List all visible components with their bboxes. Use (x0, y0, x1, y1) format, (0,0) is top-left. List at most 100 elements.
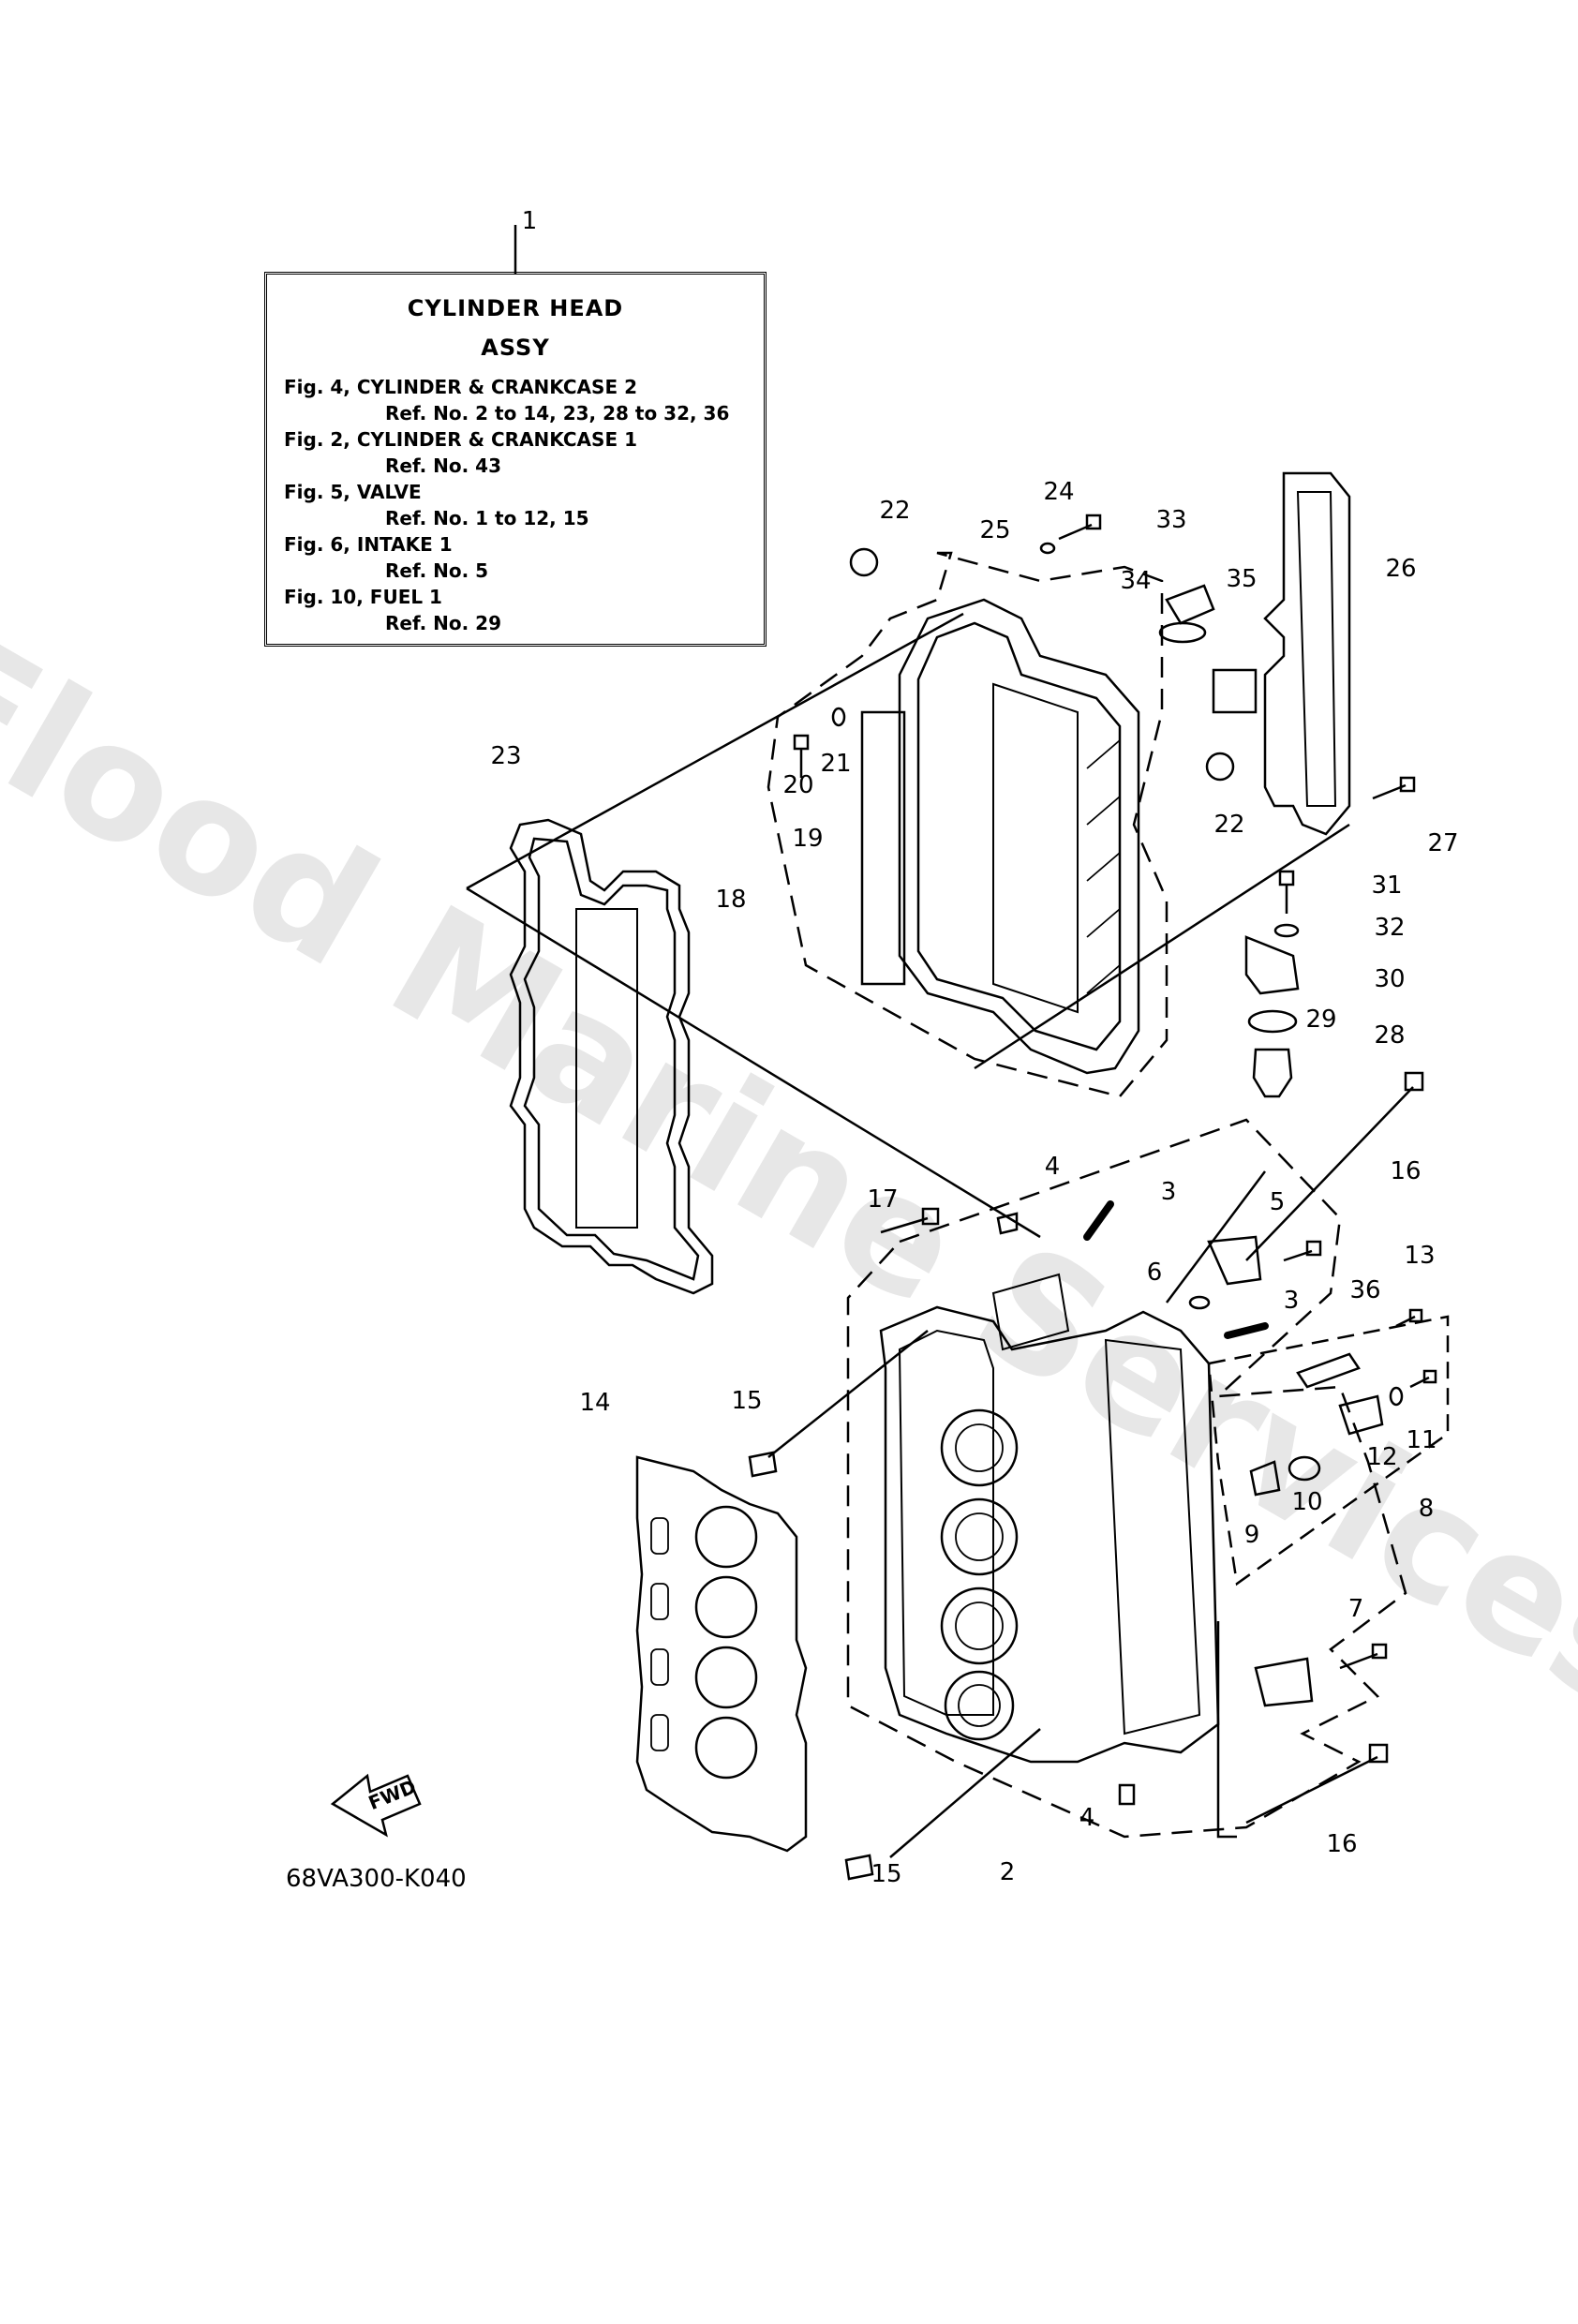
dowel-15a (748, 1451, 778, 1478)
callout-label: 35 (1226, 565, 1258, 593)
callout-label: 6 (1146, 1259, 1163, 1287)
o-ring-34 (1158, 621, 1207, 644)
callout-label: 17 (867, 1185, 899, 1214)
cover-plate (860, 710, 906, 986)
dowel-15b (844, 1854, 874, 1881)
bolt-7 (1339, 1652, 1378, 1670)
callout-label: 22 (1213, 811, 1245, 839)
long-bolt-16a (1245, 1086, 1414, 1261)
callout-label: 16 (1390, 1157, 1422, 1185)
clamp-b (1254, 1657, 1314, 1707)
washer-12 (1389, 1386, 1404, 1407)
callout-label: 30 (1374, 965, 1406, 993)
valve-cover-gasket (509, 818, 714, 1295)
callout-label: 10 (1291, 1488, 1323, 1516)
callout-label: 16 (1326, 1830, 1358, 1858)
info-title-line1: CYLINDER HEAD (407, 295, 624, 321)
callout-label: 28 (1374, 1021, 1406, 1050)
callout-label: 21 (820, 750, 852, 778)
callout-label: 31 (1371, 872, 1403, 900)
leader-line (1166, 1170, 1266, 1304)
callout-label: 34 (1120, 567, 1152, 595)
callout-label: 12 (1366, 1443, 1398, 1471)
callout-label: 4 (1044, 1153, 1061, 1181)
callout-label: 4 (1079, 1804, 1095, 1832)
info-title-line2: ASSY (481, 335, 550, 361)
label-35 (1212, 668, 1258, 714)
gasket-29 (1247, 1009, 1298, 1034)
plug-9 (1249, 1460, 1281, 1497)
leader-line (466, 612, 964, 890)
plug-4b (1118, 1783, 1136, 1806)
bolt-17 (880, 1216, 929, 1234)
info-box: CYLINDER HEAD ASSY Fig. 4, CYLINDER & CR… (264, 272, 767, 647)
info-line: Fig. 10, FUEL 1 (284, 586, 442, 608)
cylinder-block (879, 1305, 1220, 1764)
sensor-36 (1296, 1352, 1361, 1389)
callout-label: 23 (490, 742, 522, 770)
callout-label: 29 (1305, 1006, 1337, 1034)
callout-label: 27 (1427, 829, 1459, 857)
callout-label: 26 (1385, 555, 1417, 583)
washer-25 (1039, 542, 1056, 555)
callout-label: 8 (1418, 1495, 1435, 1523)
info-line: Fig. 5, VALVE (284, 481, 422, 503)
callout-label: 24 (1043, 478, 1075, 506)
bracket (1263, 471, 1351, 836)
callout-label: 13 (1404, 1242, 1436, 1270)
callout-label: 20 (782, 771, 814, 799)
callout-label: 15 (871, 1860, 902, 1888)
cylinder-head-cover (898, 598, 1140, 1075)
info-line: Ref. No. 2 to 14, 23, 28 to 32, 36 (385, 402, 730, 425)
seal-10b (1288, 1455, 1321, 1482)
callout-label: 3 (1283, 1287, 1300, 1315)
callout-label: 1 (521, 207, 538, 235)
callout-label: 22 (879, 497, 911, 525)
thermostat-28 (1252, 1048, 1293, 1098)
info-line: Fig. 2, CYLINDER & CRANKCASE 1 (284, 428, 637, 451)
callout-label: 2 (999, 1858, 1016, 1886)
collar-6 (1188, 1295, 1211, 1310)
fwd-arrow-icon (330, 1773, 422, 1838)
info-line: Ref. No. 29 (385, 612, 502, 634)
grommet-22a (849, 547, 879, 577)
grommet-22b (1205, 752, 1235, 782)
plug-4a (996, 1212, 1019, 1235)
info-lines: Fig. 4, CYLINDER & CRANKCASE 2 Ref. No. 2… (284, 374, 747, 636)
cover-group-outline (767, 551, 1169, 1098)
pin-3a (1083, 1200, 1114, 1241)
callout-label: 9 (1243, 1521, 1260, 1549)
pin-3b (1224, 1322, 1269, 1339)
leader-line (466, 886, 1041, 1239)
washer-21 (831, 707, 846, 727)
callout-label: 36 (1349, 1276, 1381, 1304)
callout-label: 18 (715, 886, 747, 914)
leader-line (1216, 1621, 1237, 1839)
oil-cap-33 (1165, 584, 1215, 625)
sensor-10 (1338, 1394, 1384, 1436)
leader-line (889, 1728, 1041, 1858)
info-line: Fig. 6, INTAKE 1 (284, 533, 453, 556)
bolt-11 (1409, 1376, 1430, 1389)
head-gasket (635, 1455, 808, 1853)
callout-label: 19 (792, 825, 824, 853)
callout-label: 7 (1347, 1595, 1364, 1623)
info-line: Ref. No. 1 to 12, 15 (385, 507, 589, 529)
washer-32 (1273, 923, 1300, 938)
sensor-30 (1244, 935, 1300, 995)
leader-line (974, 823, 1350, 1070)
info-line: Fig. 4, CYLINDER & CRANKCASE 2 (284, 376, 637, 398)
callout-label: 32 (1374, 914, 1406, 942)
leader-line (767, 1330, 929, 1458)
diagram-code: 68VA300-K040 (286, 1865, 467, 1893)
callout-label: 5 (1269, 1188, 1286, 1216)
callout-label: 14 (579, 1389, 611, 1417)
long-bolt-16b (1245, 1755, 1378, 1825)
callout-label: 15 (731, 1387, 763, 1415)
callout-label: 11 (1406, 1426, 1437, 1454)
callout-label: 3 (1160, 1178, 1177, 1206)
info-line: Ref. No. 43 (385, 454, 502, 477)
callout-label: 25 (979, 516, 1011, 544)
block-group-outline (846, 1118, 1407, 1839)
